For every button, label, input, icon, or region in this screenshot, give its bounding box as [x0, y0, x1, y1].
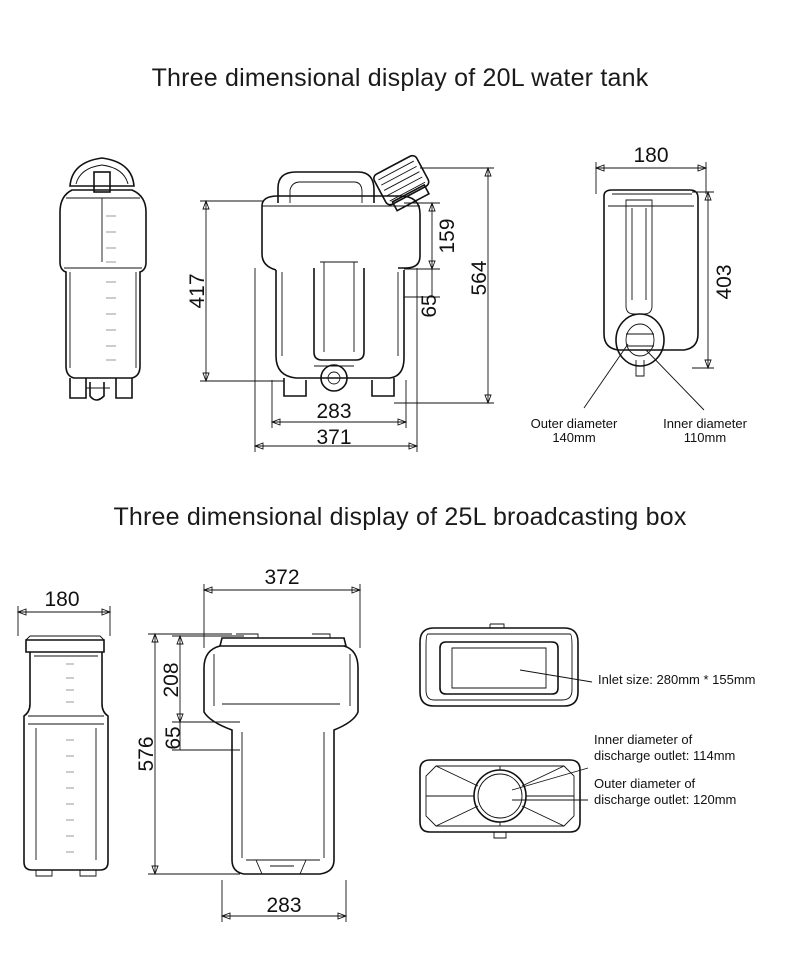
box25-title: Three dimensional display of 25L broadca… [113, 503, 687, 531]
tank20-dim-417: 417 [186, 273, 209, 308]
tank20-title: Three dimensional display of 20L water t… [151, 64, 649, 92]
tank20-dim-283: 283 [316, 400, 351, 423]
tank20-inner-diameter-value: 110mm [684, 430, 726, 445]
box25-dim-283: 283 [266, 894, 301, 917]
box25-inner-diameter-line1: Inner diameter of [594, 732, 693, 747]
box25-front-dimension-lines [148, 584, 362, 922]
tank20-end-dimension-lines [583, 162, 714, 411]
box25-top-view [419, 623, 593, 707]
box25-inner-diameter-line2: discharge outlet: 114mm [594, 748, 735, 763]
tank20-outer-diameter-value: 140mm [552, 430, 595, 445]
box25-front-view [203, 633, 359, 875]
tank20-side-view [59, 157, 147, 401]
box25-dim-576: 576 [135, 736, 158, 771]
tank20-dim-564: 564 [468, 260, 491, 295]
tank20-dim-65: 65 [418, 294, 441, 317]
box25-dim-372: 372 [264, 566, 299, 589]
tank20-end-view [603, 189, 699, 377]
tank20-dim-180: 180 [633, 144, 668, 167]
box25-dim-208: 208 [160, 662, 183, 697]
box25-dim-180: 180 [44, 588, 79, 611]
tank20-dim-403: 403 [713, 264, 736, 299]
box25-side-view [23, 635, 109, 877]
tank20-dim-159: 159 [436, 218, 459, 253]
box25-bottom-view [419, 759, 589, 839]
box25-dim-65: 65 [162, 726, 185, 749]
box25-inlet-size: Inlet size: 280mm * 155mm [598, 672, 756, 687]
tank20-dimension-lines [200, 166, 494, 452]
box25-outer-diameter-line2: discharge outlet: 120mm [594, 792, 736, 807]
tank20-dim-371: 371 [316, 426, 351, 449]
tank20-outer-diameter-label: Outer diameter [531, 416, 618, 431]
tank20-front-view [261, 154, 431, 397]
box25-side-dimension-lines [16, 606, 112, 636]
tank20-inner-diameter-label: Inner diameter [663, 416, 747, 431]
box25-outer-diameter-line1: Outer diameter of [594, 776, 696, 791]
